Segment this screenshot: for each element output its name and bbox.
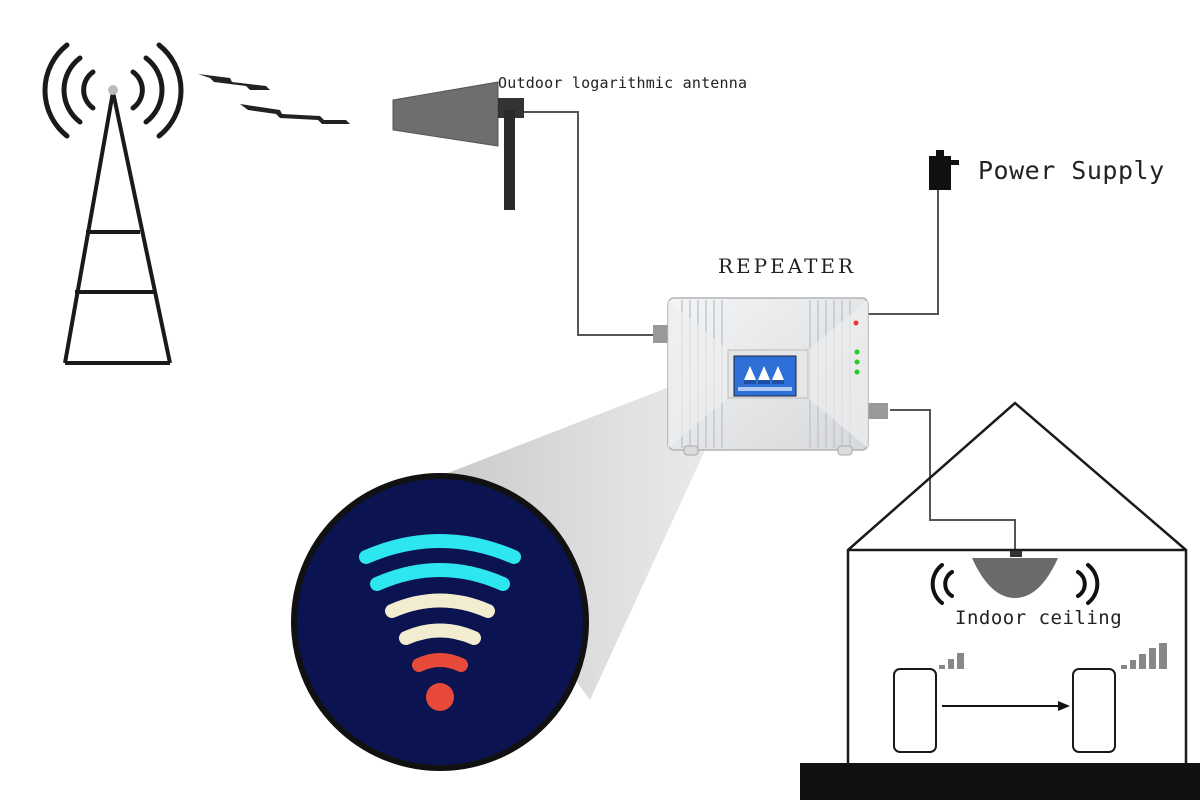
repeater-device bbox=[653, 297, 888, 456]
radio-signal-bolts bbox=[198, 74, 350, 124]
arrow-right-icon bbox=[942, 701, 1070, 711]
log-periodic-antenna-icon bbox=[392, 81, 524, 210]
tower-signal-waves bbox=[42, 42, 184, 139]
weak-signal-bars bbox=[939, 653, 964, 669]
power-adapter-icon bbox=[929, 150, 959, 190]
zoom-beam bbox=[430, 375, 735, 700]
wifi-signal-icon bbox=[291, 473, 589, 771]
strong-signal-bars bbox=[1121, 643, 1167, 669]
repeater-label: REPEATER bbox=[718, 254, 857, 278]
indoor-ceiling-label: Indoor ceiling bbox=[955, 607, 1123, 629]
power-supply-label: Power Supply bbox=[978, 156, 1165, 185]
smartphone-icon bbox=[893, 668, 1116, 753]
ceiling-antenna-icon bbox=[930, 551, 1100, 605]
cell-tower-icon bbox=[42, 42, 184, 365]
ground bbox=[800, 763, 1200, 800]
outdoor-antenna-label: Outdoor logarithmic antenna bbox=[498, 74, 748, 92]
house-icon bbox=[846, 401, 1188, 763]
coax-cables bbox=[524, 111, 1016, 553]
